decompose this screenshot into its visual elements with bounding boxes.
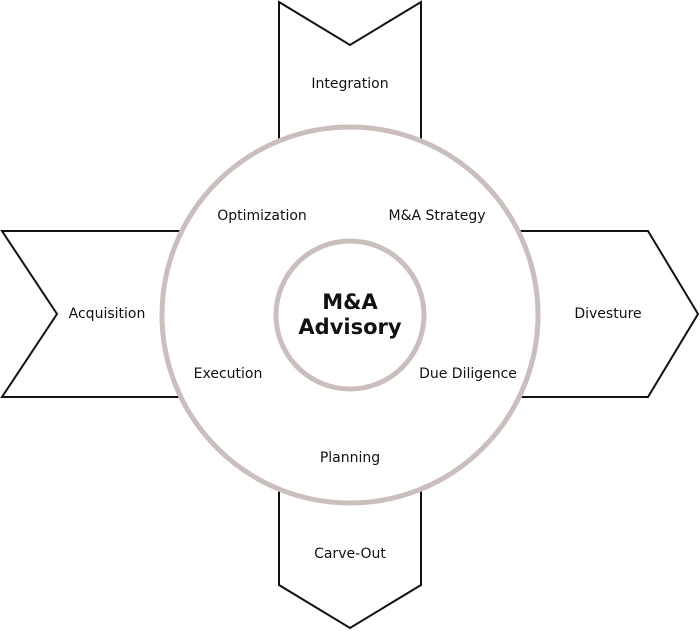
inner-ring xyxy=(273,238,427,392)
center-title-line1: M&A xyxy=(322,290,378,314)
arrow-label-carve-out: Carve-Out xyxy=(314,546,386,562)
arrow-label-divesture: Divesture xyxy=(574,306,642,322)
ring-label-optimization: Optimization xyxy=(217,208,307,224)
ring-label-planning: Planning xyxy=(319,450,381,466)
ring-label-ma-strategy: M&A Strategy xyxy=(388,208,486,224)
arrow-label-acquisition: Acquisition xyxy=(68,306,146,322)
arrow-label-integration: Integration xyxy=(311,76,389,92)
ring-label-execution: Execution xyxy=(193,366,263,382)
ring-label-due-diligence: Due Diligence xyxy=(419,366,517,382)
center-title-line2: Advisory xyxy=(298,315,402,339)
center-title: M&A Advisory xyxy=(298,290,401,340)
